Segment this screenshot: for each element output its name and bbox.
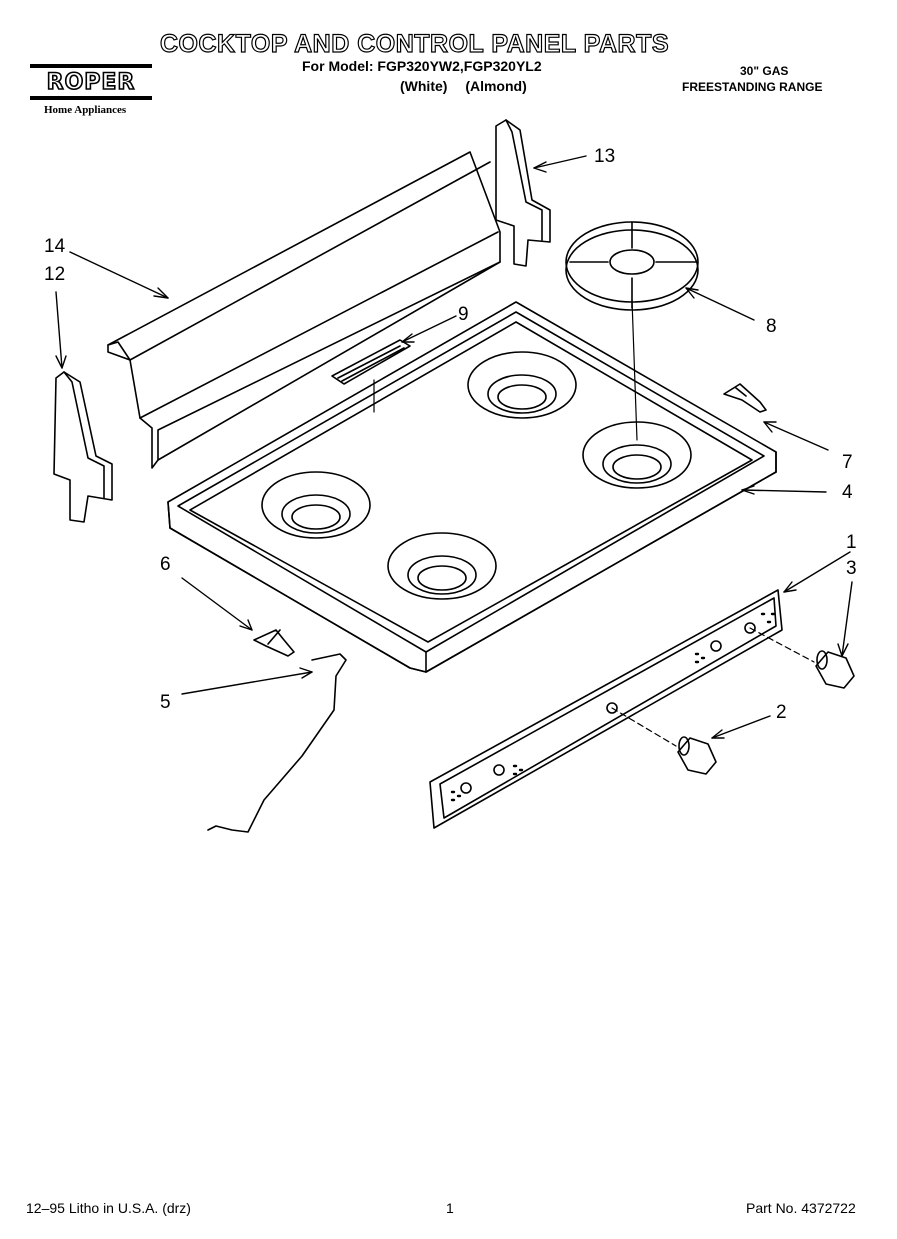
brand-name: ROPER	[46, 69, 136, 96]
callout-1: 1	[846, 532, 857, 553]
side-trim-right-part	[495, 119, 551, 267]
litho-note: 12–95 Litho in U.S.A. (drz)	[26, 1200, 191, 1216]
callout-14: 14	[44, 236, 66, 257]
colors-line: (White) (Almond)	[400, 78, 527, 94]
page-number: 1	[446, 1200, 454, 1216]
callout-9: 9	[458, 304, 469, 325]
callout-5: 5	[160, 692, 171, 713]
cooktop-part	[167, 301, 777, 673]
callout-7: 7	[842, 452, 853, 473]
callout-6: 6	[160, 554, 171, 575]
callout-8: 8	[766, 316, 777, 337]
side-trim-left-part	[53, 371, 113, 523]
page-title: COCKTOP AND CONTROL PANEL PARTS	[159, 29, 670, 58]
part-number: Part No. 4372722	[746, 1200, 856, 1216]
callout-2: 2	[776, 702, 787, 723]
backguard-part	[107, 151, 501, 469]
model-line: For Model: FGP320YW2,FGP320YL2	[302, 58, 542, 74]
burner-grate-part	[565, 221, 699, 441]
roper-logo: ROPER	[30, 64, 152, 100]
knob-front-part	[611, 707, 717, 775]
bracket-right-part	[723, 383, 767, 413]
knob-side-part	[749, 627, 855, 689]
callout-4: 4	[842, 482, 853, 503]
callout-3: 3	[846, 558, 857, 579]
vent-part	[331, 339, 411, 413]
callout-numbers: 14 12 13 9 8 7 4 1 3 2 6 5	[44, 146, 857, 723]
control-panel-part	[429, 589, 783, 829]
wire-part	[207, 653, 347, 833]
brand-tagline: Home Appliances	[44, 104, 127, 116]
range-size: 30" GAS	[740, 64, 789, 78]
bracket-left-part	[253, 629, 295, 657]
range-type: FREESTANDING RANGE	[682, 80, 823, 94]
leader-lines	[55, 155, 853, 739]
callout-13: 13	[594, 146, 615, 167]
callout-12: 12	[44, 264, 65, 285]
